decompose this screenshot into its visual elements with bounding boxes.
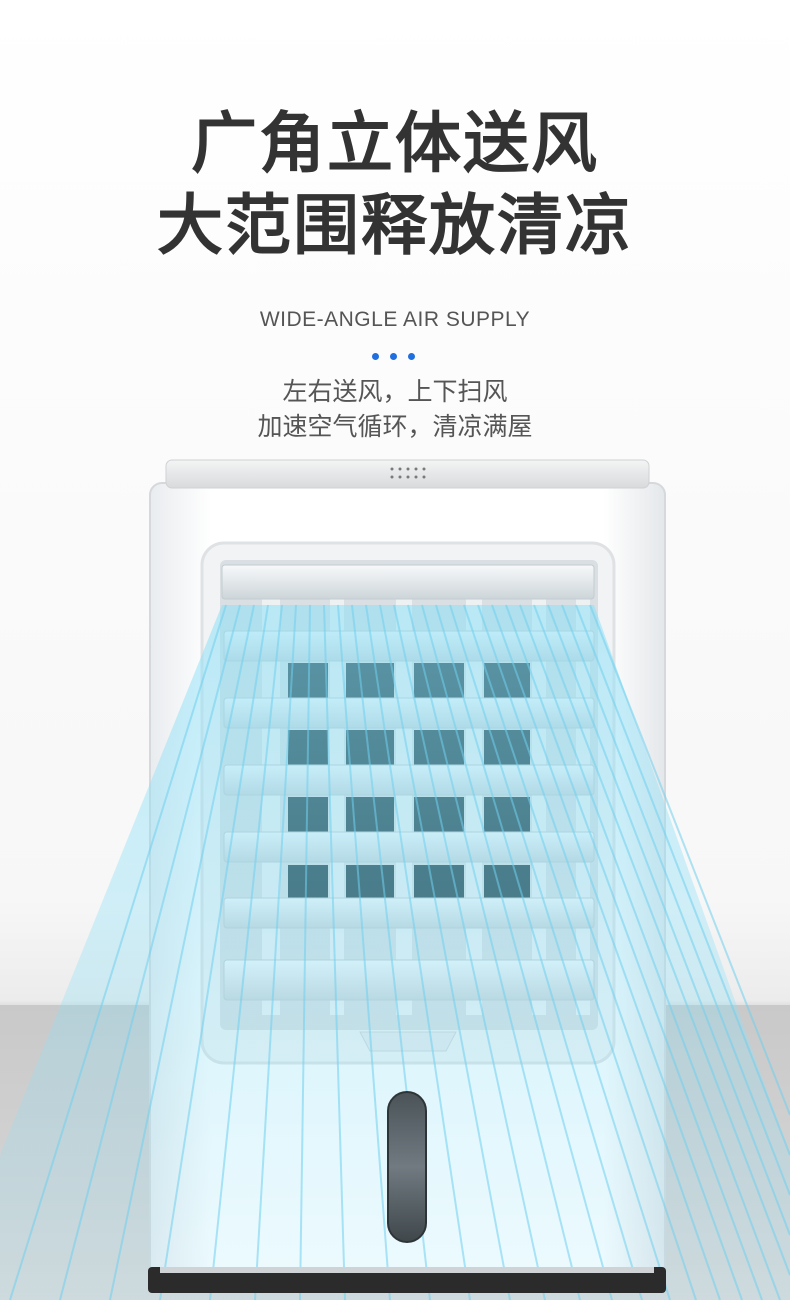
air-cooler-illustration	[0, 459, 790, 1300]
description-line-1: 左右送风，上下扫风	[282, 377, 508, 406]
airflow-effect	[0, 604, 790, 1300]
dot	[372, 353, 379, 360]
top-panel	[165, 459, 650, 489]
headline-line-1: 广角立体送风	[191, 105, 599, 182]
description-line-2: 加速空气循环，清凉满屋	[257, 412, 533, 441]
cooler-base	[148, 1267, 666, 1293]
speaker-grill-icon	[390, 467, 426, 479]
headline-line-2: 大范围释放清凉	[157, 187, 633, 264]
base-trim	[160, 1267, 654, 1273]
dot	[408, 353, 415, 360]
subtitle-english: WIDE-ANGLE AIR SUPPLY	[259, 308, 531, 331]
dot	[390, 353, 397, 360]
water-level-window-icon	[387, 1091, 427, 1243]
three-dots-icon	[372, 353, 418, 361]
